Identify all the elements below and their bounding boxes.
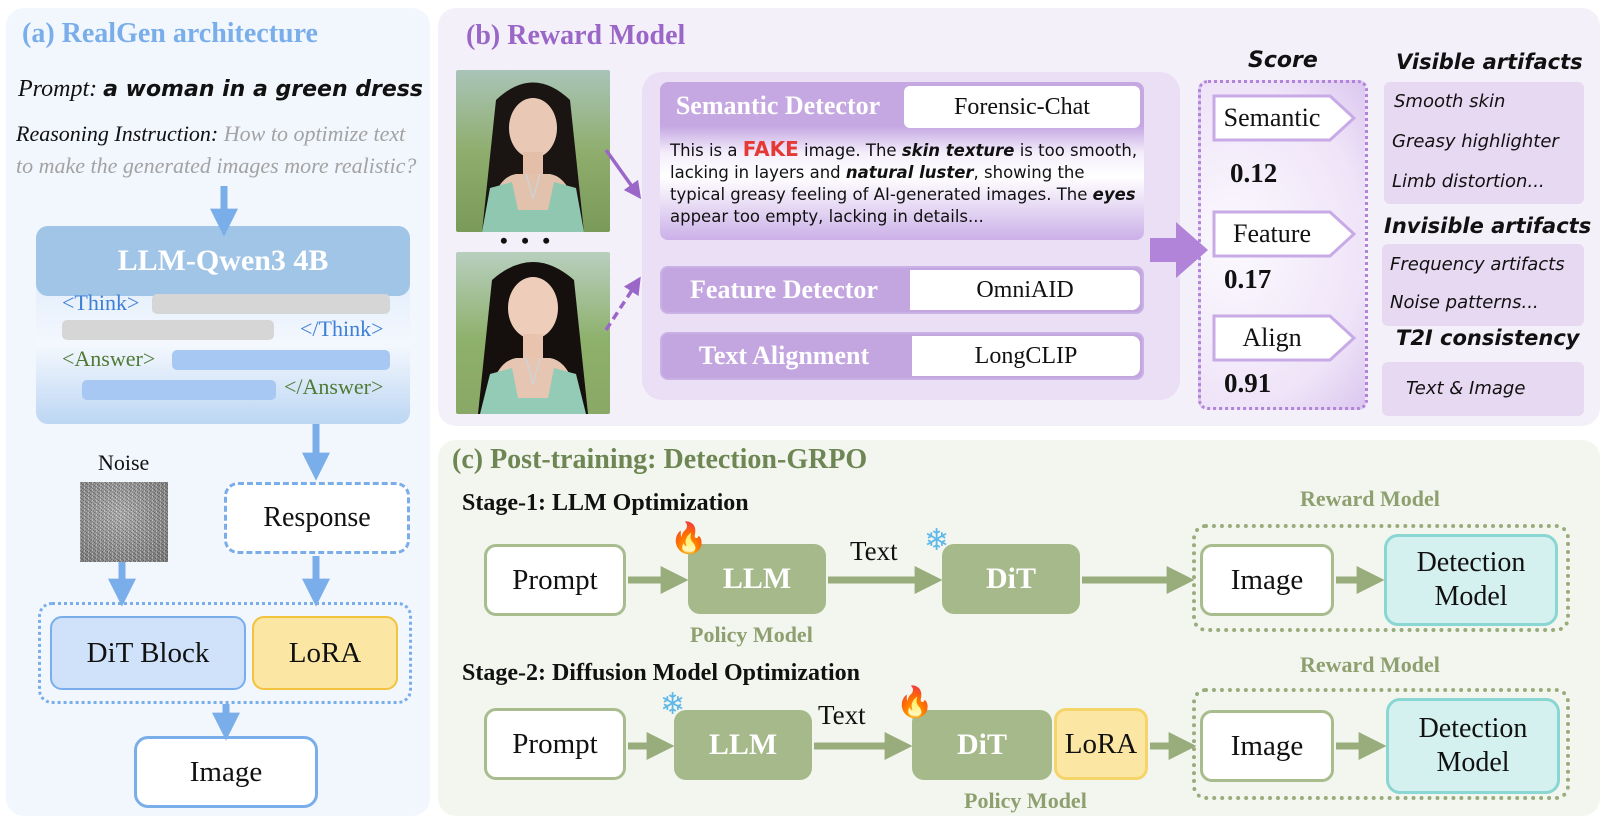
reasoning-value: How to optimize text to make the generat… — [16, 121, 417, 178]
stage1-dit-node: DiT — [942, 544, 1080, 614]
stage2-detection-node: Detection Model — [1386, 698, 1560, 794]
output-keyword: skin texture — [901, 141, 1015, 160]
fire-icon: 🔥 — [670, 521, 708, 556]
fire-icon: 🔥 — [896, 685, 934, 720]
prompt-value: a woman in a green dress — [103, 77, 423, 102]
output-keyword: eyes — [1092, 185, 1136, 204]
t2i-consistency-title: T2I consistency — [1396, 326, 1580, 350]
score-title: Score — [1248, 48, 1318, 73]
stage1-llm-node: LLM — [688, 544, 826, 614]
output-keyword: natural luster — [845, 163, 974, 182]
panel-b-title: (b) Reward Model — [466, 20, 686, 51]
lora-block: LoRA — [252, 616, 398, 690]
stage1-policy-label: Policy Model — [690, 622, 813, 647]
stage2-policy-label: Policy Model — [964, 788, 1087, 813]
text-alignment-label: Text Alignment — [698, 341, 870, 370]
semantic-detector-model: Forensic-Chat — [904, 86, 1140, 128]
stage1-prompt-node: Prompt — [484, 544, 626, 616]
stage2-reward-label: Reward Model — [1300, 652, 1440, 677]
artifact-item: Frequency artifacts — [1390, 254, 1565, 275]
feature-detector-label: Feature Detector — [690, 275, 878, 304]
response-box: Response — [224, 482, 410, 554]
output-text: , showing the typical greasy feeling of … — [670, 163, 1093, 204]
panel-c-title: (c) Post-training: Detection-GRPO — [452, 444, 868, 475]
dit-lora-group — [38, 602, 412, 704]
invisible-artifacts-list: Frequency artifacts Noise patterns... — [1382, 244, 1584, 326]
stage1-image-node: Image — [1200, 544, 1334, 616]
artifact-item: Text & Image — [1406, 378, 1526, 399]
artifact-item: Limb distortion... — [1392, 171, 1545, 192]
stage1-title: Stage-1: LLM Optimization — [462, 490, 749, 516]
output-image-box: Image — [134, 736, 318, 808]
score-value-feature: 0.17 — [1224, 264, 1272, 294]
visible-artifacts-title: Visible artifacts — [1396, 50, 1583, 74]
reasoning-label: Reasoning Instruction: — [16, 121, 219, 146]
portrait-illustration — [456, 252, 610, 414]
score-tag-feature: Feature — [1233, 219, 1311, 248]
score-value-align: 0.91 — [1224, 368, 1272, 398]
noise-image — [80, 482, 168, 562]
prompt-label: Prompt: — [18, 76, 98, 102]
dit-block: DiT Block — [50, 616, 246, 690]
artifact-item: Greasy highlighter — [1392, 131, 1559, 152]
answer-content-bar — [172, 350, 390, 370]
stage2-dit-node: DiT — [912, 710, 1052, 780]
answer-open-tag: <Answer> — [62, 346, 156, 371]
snowflake-icon: ❄ — [660, 687, 686, 722]
semantic-detector-label: Semantic Detector — [675, 91, 881, 120]
prompt-line: Prompt: a woman in a green dress — [18, 76, 423, 103]
output-text: image. The — [798, 141, 902, 160]
ellipsis-more-samples: • • • — [500, 228, 555, 253]
answer-close-tag: </Answer> — [284, 374, 384, 399]
stage1-reward-label: Reward Model — [1300, 486, 1440, 511]
t2i-consistency-list: Text & Image — [1382, 362, 1584, 416]
answer-content-bar — [82, 380, 276, 400]
artifact-item: Smooth skin — [1394, 91, 1506, 112]
stage2-llm-node: LLM — [674, 710, 812, 780]
stage2-text-label: Text — [818, 700, 866, 730]
stage2-image-node: Image — [1200, 710, 1334, 782]
portrait-illustration — [456, 70, 610, 232]
fake-verdict: FAKE — [742, 137, 799, 161]
invisible-artifacts-title: Invisible artifacts — [1384, 214, 1592, 238]
generated-image-sample-1 — [456, 70, 610, 232]
score-value-semantic: 0.12 — [1230, 158, 1278, 188]
stage1-text-label: Text — [850, 536, 898, 566]
reasoning-instruction: Reasoning Instruction: How to optimize t… — [16, 118, 426, 182]
generated-image-sample-2 — [456, 252, 610, 414]
stage2-lora-node: LoRA — [1054, 708, 1148, 780]
stage2-title: Stage-2: Diffusion Model Optimization — [462, 660, 860, 686]
noise-label: Noise — [98, 450, 150, 475]
think-close-tag: </Think> — [300, 316, 384, 341]
think-open-tag: <Think> — [62, 290, 140, 315]
stage2-prompt-node: Prompt — [484, 708, 626, 780]
score-tag-semantic: Semantic — [1223, 103, 1321, 132]
visible-artifacts-list: Smooth skin Greasy highlighter Limb dist… — [1384, 82, 1584, 204]
output-text: This is a — [670, 141, 743, 160]
output-text: is too smooth, lacking in layers and — [670, 141, 1138, 182]
llm-qwen-header: LLM-Qwen3 4B — [36, 226, 410, 296]
think-content-bar — [62, 320, 274, 340]
score-tag-align: Align — [1242, 323, 1302, 352]
stage1-detection-node: Detection Model — [1384, 534, 1558, 626]
think-content-bar — [152, 294, 390, 314]
panel-a-title: (a) RealGen architecture — [22, 18, 318, 49]
semantic-detector-output: This is a FAKE image. The skin texture i… — [670, 138, 1138, 228]
snowflake-icon: ❄ — [924, 523, 950, 558]
artifact-item: Noise patterns... — [1390, 292, 1539, 313]
text-alignment-model: LongCLIP — [912, 336, 1140, 376]
output-text: appear too empty, lacking in details... — [670, 207, 984, 226]
feature-detector-model: OmniAID — [910, 270, 1140, 310]
